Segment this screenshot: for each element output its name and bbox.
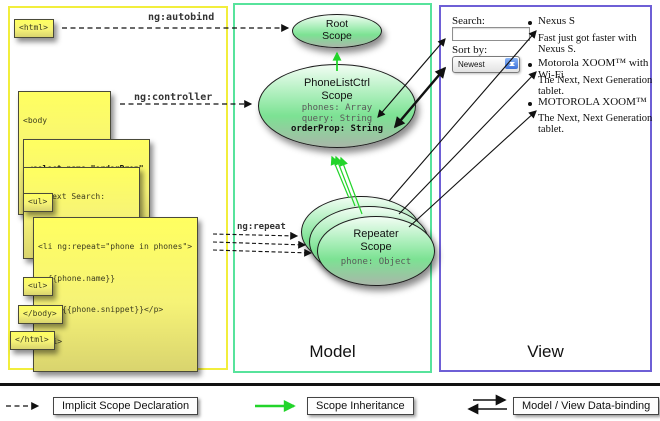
repeater-scope-ellipse: Repeater Scope phone: Object xyxy=(317,216,435,286)
dropdown-stepper-icon xyxy=(505,58,518,69)
root-scope-ellipse: Root Scope xyxy=(292,14,382,48)
sort-dropdown-value: Newest xyxy=(458,60,485,69)
code-box-html-close: </html> xyxy=(10,331,55,350)
scope-title: Scope xyxy=(322,30,352,42)
code-line: </html> xyxy=(15,335,49,344)
scope-title: Repeater xyxy=(353,228,399,240)
ng-autobind-label: ng:autobind xyxy=(148,12,215,23)
code-line: <ul> xyxy=(28,197,48,206)
legend-implicit-scope-declaration: Implicit Scope Declaration xyxy=(53,397,199,415)
code-line: <body xyxy=(23,116,48,125)
bullet-icon xyxy=(528,21,532,25)
phone-item-title: MOTOROLA XOOM™ xyxy=(538,96,647,108)
scope-title: Scope xyxy=(360,241,392,253)
search-input[interactable] xyxy=(452,27,530,41)
code-line: <html> xyxy=(19,23,48,32)
phonelistctrl-scope-ellipse: PhoneListCtrl Scope phones: Array query:… xyxy=(258,64,416,148)
ng-controller-label: ng:controller xyxy=(134,92,213,103)
scope-property: phone: Object xyxy=(340,257,412,267)
scope-title: PhoneListCtrl xyxy=(303,77,371,89)
model-column-label: Model xyxy=(309,342,356,361)
phone-item-title: Nexus S xyxy=(538,15,575,27)
legend-scope-inheritance: Scope Inheritance xyxy=(307,397,414,415)
sort-dropdown[interactable]: Newest xyxy=(452,56,520,73)
model-column xyxy=(233,3,432,373)
phone-item-desc: Fast just got faster with Nexus S. xyxy=(538,33,637,55)
view-column-label: View xyxy=(527,342,564,361)
legend-model-view-databinding: Model / View Data-binding xyxy=(513,397,660,415)
code-line: {{phone.name}} xyxy=(38,273,116,283)
scope-title: Scope xyxy=(321,90,353,102)
phone-item-title: Motorola XOOM™ with Wi-Fi xyxy=(538,57,649,81)
code-box-ul-open: <ul> xyxy=(23,193,54,212)
code-line: <ul> xyxy=(28,281,48,290)
code-line: </li> xyxy=(38,337,192,348)
scope-property: orderProp: String xyxy=(290,124,384,134)
sort-by-label: Sort by: xyxy=(452,44,488,56)
code-box-html-open: <html> xyxy=(14,19,54,38)
code-line: </body> xyxy=(23,309,57,318)
scope-property: phones: Array xyxy=(301,103,373,113)
phone-item-desc: The Next, Next Generation tablet. xyxy=(538,113,653,135)
phone-item-desc: The Next, Next Generation tablet. xyxy=(538,75,653,97)
code-box-li-repeat: <li ng:repeat="phone in phones"> {{phone… xyxy=(33,217,199,372)
search-label: Search: xyxy=(452,15,485,27)
bullet-icon xyxy=(528,102,532,106)
ng-repeat-label: ng:repeat xyxy=(237,222,286,232)
code-line: <p>{{phone.snippet}}</p> xyxy=(38,305,164,314)
code-box-body-close: </body> xyxy=(18,305,63,324)
scope-property: query: String xyxy=(301,113,373,124)
code-box-ul-close: <ul> xyxy=(23,277,54,296)
code-line: <li ng:repeat="phone in phones"> xyxy=(38,242,193,251)
scope-title: Root xyxy=(325,18,349,30)
bullet-icon xyxy=(528,63,532,67)
